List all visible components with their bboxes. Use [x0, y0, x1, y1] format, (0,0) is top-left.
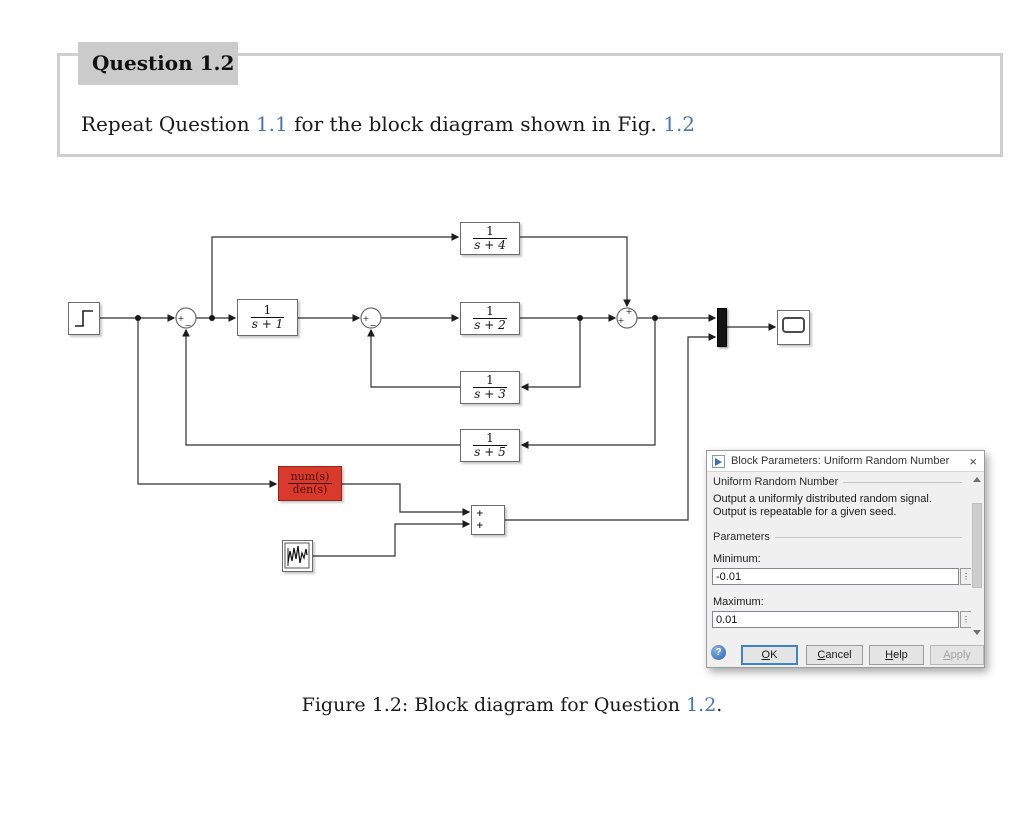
scroll-down-icon[interactable]: [973, 630, 981, 635]
scope-block[interactable]: [777, 310, 810, 345]
adder-sign-1: +: [476, 509, 484, 519]
group-divider: [843, 482, 962, 483]
tf-s1-numerator: 1: [250, 303, 285, 318]
simulink-block-icon: [712, 454, 725, 468]
cancel-button[interactable]: Cancel: [806, 645, 863, 665]
tf-s5-denominator: s + 5: [474, 444, 506, 459]
tf-s1-denominator: s + 1: [251, 316, 284, 331]
question-body-middle: for the block diagram shown in Fig.: [287, 112, 664, 136]
sum-junction-2[interactable]: + −: [360, 307, 382, 330]
group-parameters-label: Parameters: [713, 531, 770, 543]
minimum-param-button[interactable]: ⋮: [960, 568, 972, 585]
transfer-fcn-denominator: den(s): [292, 482, 328, 496]
adder-block[interactable]: + +: [471, 505, 505, 535]
maximum-input[interactable]: [712, 611, 959, 628]
question-title: Question 1.2: [78, 42, 238, 85]
noise-waveform-icon: [284, 542, 310, 569]
noise-block[interactable]: [282, 540, 313, 572]
tf-s2-numerator: 1: [473, 304, 507, 319]
scroll-up-icon[interactable]: [973, 477, 981, 482]
tf-s4-denominator: s + 4: [474, 237, 506, 252]
tf-s5-numerator: 1: [473, 431, 507, 446]
sum-junction-1[interactable]: + −: [175, 307, 197, 330]
block-parameters-dialog: Block Parameters: Uniform Random Number …: [706, 450, 985, 668]
description-line-1: Output a uniformly distributed random si…: [713, 493, 932, 505]
help-badge-icon[interactable]: ?: [711, 645, 726, 660]
help-button[interactable]: Help: [869, 645, 924, 665]
apply-button: Apply: [930, 645, 984, 665]
ref-link-1-2[interactable]: 1.2: [663, 112, 696, 136]
caption-suffix: .: [716, 694, 723, 716]
tf-s3-numerator: 1: [473, 373, 507, 388]
question-body-prefix: Repeat Question: [81, 112, 256, 136]
group-header-block: Uniform Random Number: [713, 476, 962, 488]
sum2-sign-left: +: [363, 314, 370, 323]
sum3-sign-left: +: [618, 316, 625, 325]
step-block[interactable]: [68, 302, 100, 335]
sum3-sign-top: +: [626, 307, 633, 316]
sum-junction-3[interactable]: + +: [616, 307, 638, 329]
group-block-label: Uniform Random Number: [713, 476, 839, 488]
close-icon[interactable]: ×: [969, 453, 977, 469]
tf-s3-denominator: s + 3: [474, 386, 506, 401]
adder-sign-2: +: [476, 521, 484, 531]
dialog-scrollbar[interactable]: [971, 473, 984, 639]
sum1-sign-left: +: [178, 314, 185, 323]
transfer-fcn-numerator: num(s): [287, 470, 333, 484]
mux-block[interactable]: [717, 308, 727, 347]
ref-link-1-1[interactable]: 1.1: [255, 112, 288, 136]
minimum-input[interactable]: [712, 568, 959, 585]
figure-caption: Figure 1.2: Block diagram for Question 1…: [0, 694, 1024, 716]
sum1-sign-bottom: −: [185, 321, 192, 330]
caption-ref-link[interactable]: 1.2: [686, 694, 717, 716]
sum2-sign-bottom: −: [370, 321, 377, 330]
dialog-titlebar[interactable]: Block Parameters: Uniform Random Number …: [707, 451, 984, 472]
dialog-title: Block Parameters: Uniform Random Number: [731, 455, 950, 467]
maximum-label: Maximum:: [713, 596, 764, 608]
group-header-parameters: Parameters: [713, 531, 962, 543]
ok-button[interactable]: OK: [741, 645, 798, 665]
tf-s4-numerator: 1: [473, 224, 507, 239]
tf-s2-denominator: s + 2: [474, 317, 506, 332]
caption-prefix: Figure 1.2: Block diagram for Question: [301, 694, 687, 716]
step-icon: [75, 310, 93, 327]
scope-screen-icon: [782, 317, 805, 333]
signal-lines: [100, 233, 777, 557]
minimum-label: Minimum:: [713, 553, 761, 565]
branch-dots: [135, 315, 658, 321]
question-body: Repeat Question 1.1 for the block diagra…: [81, 112, 695, 136]
transfer-fcn-block[interactable]: num(s)den(s): [278, 466, 342, 501]
group-divider: [774, 537, 962, 538]
scrollbar-thumb[interactable]: [972, 503, 982, 588]
description-line-2: Output is repeatable for a given seed.: [713, 506, 897, 518]
